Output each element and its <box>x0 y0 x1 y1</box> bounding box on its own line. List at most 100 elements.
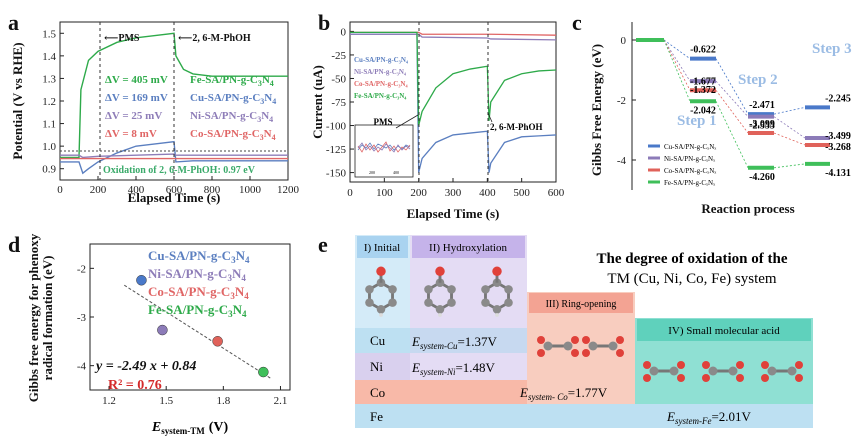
c-value-label: -3.499 <box>825 131 851 142</box>
d-ytick-label: -2 <box>77 263 86 275</box>
c-value-label: -4.260 <box>749 172 775 183</box>
delta-cu: ΔV = 169 mV <box>105 92 168 104</box>
b-ytick-label: -100 <box>326 121 347 133</box>
panel-label-a: a <box>8 10 19 35</box>
stage-ii-label: II) Hydroxylation <box>429 242 507 254</box>
energy-fe: Esystem-Fe=2.01V <box>666 409 752 426</box>
b-xtick-label: 0 <box>347 187 353 199</box>
chart-a-ylabel: Potential (V vs RHE) <box>10 42 25 159</box>
legend-b-ni: Ni-SA/PN-g-C₃N₄ <box>354 68 407 76</box>
phoh-arrow-b <box>487 112 493 123</box>
inset-line-ni <box>357 142 411 153</box>
c-connector-cu <box>773 106 806 115</box>
d-xtick-label: 1.5 <box>159 395 173 407</box>
b-ytick-label: -125 <box>326 144 347 156</box>
a-ytick-label: 1.4 <box>42 51 56 63</box>
b-xtick-label: 400 <box>479 187 496 199</box>
c-connector-fe <box>715 101 749 168</box>
pms-arrow-b <box>395 114 419 129</box>
legend-a-co: Co-SA/PN-g-C3N4 <box>190 128 276 142</box>
legend-d-fe: Fe-SA/PN-g-C3N4 <box>148 302 247 319</box>
inset-tick-200: 200 <box>369 170 375 175</box>
a-ytick-label: 1.0 <box>42 141 56 153</box>
b-ytick-label: -150 <box>326 168 347 180</box>
panel-label-b: b <box>318 10 330 35</box>
a-ytick-label: 1.1 <box>42 119 56 131</box>
b-xtick-label: 300 <box>445 187 462 199</box>
b-xtick-label: 100 <box>376 187 393 199</box>
molecule-acid-2 <box>702 361 744 382</box>
step-3-label: Step 3 <box>812 41 852 57</box>
panel-e: I) Initial II) Hydroxylation III) Ring-o… <box>355 235 813 428</box>
panel-label-d: d <box>8 232 20 257</box>
delta-fe: ΔV = 405 mV <box>105 74 168 86</box>
legend-d-ni: Ni-SA/PN-g-C3N4 <box>148 266 246 283</box>
c-value-label: -3.268 <box>825 142 851 153</box>
c-value-label: -0.622 <box>690 45 716 56</box>
energy-cu: Esystem-Cu=1.37V <box>411 334 498 351</box>
b-ytick-label: -25 <box>331 50 346 62</box>
row-fe-bar <box>355 404 813 428</box>
a-xtick-label: 0 <box>57 184 63 196</box>
stage-ii-header <box>412 236 525 258</box>
chart-c-xlabel: Reaction process <box>701 201 794 216</box>
stage-ii-box <box>410 235 527 380</box>
a-ytick-label: 0.9 <box>42 164 56 176</box>
legend-b-cu: Cu-SA/PN-g-C₃N₄ <box>354 56 409 64</box>
molecule-hydroxylation-2 <box>481 266 513 317</box>
legend-a-fe: Fe-SA/PN-g-C3N4 <box>190 74 274 88</box>
legend-a-cu: Cu-SA/PN-g-C3N4 <box>190 92 276 106</box>
c-ytick-label: -2 <box>617 95 626 107</box>
stage-iv-label: IV) Small molecular acid <box>668 325 780 337</box>
d-point-ni <box>157 324 168 336</box>
c-connector-fe <box>773 163 806 169</box>
molecule-acid-3 <box>761 361 803 382</box>
step-2-label: Step 2 <box>738 72 778 88</box>
d-xtick-label: 1.8 <box>216 395 230 407</box>
c-value-label: -4.131 <box>825 168 851 179</box>
step-1-label: Step 1 <box>677 113 717 129</box>
phoh-label-a: ⟵2, 6-M-PhOH <box>178 33 251 44</box>
molecule-initial <box>365 266 397 317</box>
fit-r2: R² = 0.76 <box>108 378 162 393</box>
c-value-label: -1.372 <box>690 85 716 96</box>
molecule-acid-1 <box>643 361 685 382</box>
a-ytick-label: 1.2 <box>42 96 56 108</box>
d-xtick-label: 1.2 <box>102 395 116 407</box>
b-xtick-label: 500 <box>513 187 530 199</box>
b-ytick-label: 0 <box>341 26 347 38</box>
legend-d-cu: Cu-SA/PN-g-C3N4 <box>148 248 250 265</box>
c-connector-cu <box>715 58 749 115</box>
oxidation-label: Oxidation of 2, 6-M-PhOH: 0.97 eV <box>103 165 256 176</box>
d-point-fe <box>258 366 269 378</box>
c-connector-co <box>715 90 749 134</box>
c-value-label: -1.677 <box>690 76 716 87</box>
c-ytick-label: -4 <box>617 155 627 167</box>
d-xtick-label: 2.1 <box>274 395 288 407</box>
stage-i-label: I) Initial <box>364 242 400 254</box>
delta-ni: ΔV = 25 mV <box>105 110 162 122</box>
d-ytick-label: -4 <box>77 361 87 373</box>
a-xtick-label: 600 <box>166 184 183 196</box>
c-value-label: -2.471 <box>749 100 775 111</box>
c-value-label: -2.042 <box>690 105 716 116</box>
fit-equation: y = -2.49 x + 0.84 <box>94 359 196 374</box>
pms-label-a: ⟵PMS <box>104 33 140 44</box>
c-legend-label: Co-SA/PN-g-CₓNₓ <box>664 167 717 175</box>
delta-co: ΔV = 8 mV <box>105 128 157 140</box>
b-ytick-label: -75 <box>331 97 346 109</box>
a-ytick-label: 1.5 <box>42 28 56 40</box>
c-value-label: -2.555 <box>749 121 775 132</box>
panel-label-e: e <box>318 232 328 257</box>
a-series-ni <box>60 153 288 159</box>
phoh-label-b: 2, 6-M-PhOH <box>490 122 543 132</box>
chart-d: Gibbs free energy for phenoxy radical fo… <box>26 233 291 436</box>
legend-b-fe: Fe-SA/PN-g-C₃N₄ <box>354 92 407 100</box>
molecule-ring-opening-1 <box>537 336 579 357</box>
c-value-label: -2.245 <box>825 93 851 104</box>
row-cu-bar-2 <box>410 328 527 353</box>
stage-iv-header <box>637 319 811 341</box>
energy-ni: Esystem-Ni=1.48V <box>411 360 496 377</box>
